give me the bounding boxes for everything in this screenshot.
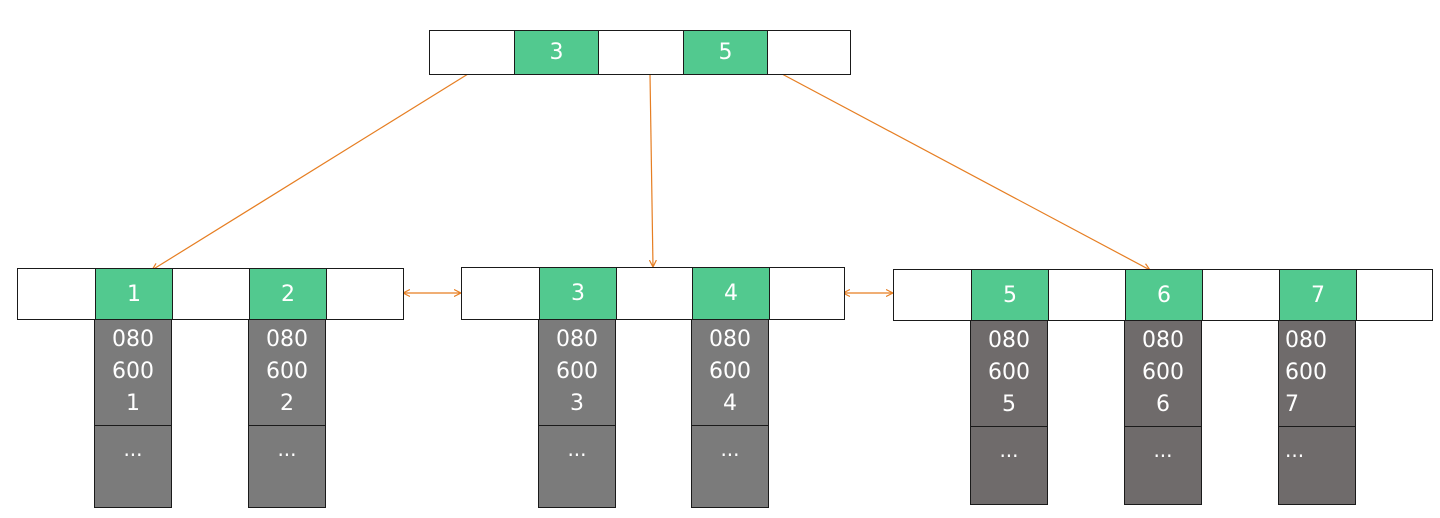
record-line: 600 (988, 360, 1030, 385)
leaf-left-record-2-data: 080 600 2 (248, 320, 326, 426)
leaf-middle-key-1: 3 (539, 268, 617, 319)
record-line: 5 (1002, 392, 1016, 417)
record-line: 1 (126, 391, 140, 416)
record-line: 080 (1285, 328, 1327, 353)
leaf-right-record-3-data: 080 600 7 (1278, 321, 1356, 427)
leaf-left-key-1: 1 (95, 269, 173, 319)
leaf-left-record-1-data: 080 600 1 (94, 320, 172, 426)
leaf-left-key-2: 2 (249, 269, 327, 319)
root-node: 3 5 (429, 30, 851, 75)
record-line: 600 (709, 359, 751, 384)
record-line: 080 (266, 327, 308, 352)
leaf-middle-record-1-more: ... (538, 425, 616, 508)
record-line: 600 (556, 359, 598, 384)
pointer-arrow-to-leaf-left (152, 73, 469, 270)
record-line: 080 (988, 328, 1030, 353)
leaf-middle-record-2-data: 080 600 4 (691, 320, 769, 426)
record-line: 6 (1156, 392, 1170, 417)
leaf-right-record-3-more: ... (1278, 426, 1356, 505)
record-line: 080 (1142, 328, 1184, 353)
leaf-right-key-3: 7 (1279, 270, 1357, 320)
leaf-middle-key-2: 4 (692, 268, 770, 319)
record-line: 080 (556, 327, 598, 352)
leaf-right-node: 5 6 7 (893, 269, 1433, 321)
pointer-arrow-to-leaf-middle (650, 73, 653, 267)
record-line: 600 (1285, 360, 1327, 385)
root-key-1: 3 (514, 31, 599, 74)
leaf-right-key-1: 5 (971, 270, 1049, 320)
leaf-left-record-1-more: ... (94, 425, 172, 508)
record-line: 600 (112, 359, 154, 384)
leaf-right-key-2: 6 (1125, 270, 1203, 320)
leaf-right-record-1-more: ... (970, 426, 1048, 505)
record-line: 4 (723, 391, 737, 416)
record-line: 600 (266, 359, 308, 384)
leaf-middle-record-2-more: ... (691, 425, 769, 508)
record-line: 600 (1142, 360, 1184, 385)
leaf-left-node: 1 2 (17, 268, 404, 320)
leaf-middle-record-1-data: 080 600 3 (538, 320, 616, 426)
record-line: 080 (112, 327, 154, 352)
leaf-right-record-2-more: ... (1124, 426, 1202, 505)
leaf-right-record-2-data: 080 600 6 (1124, 321, 1202, 427)
record-line: 7 (1285, 392, 1299, 417)
root-key-2: 5 (683, 31, 768, 74)
record-line: 2 (280, 391, 294, 416)
leaf-left-record-2-more: ... (248, 425, 326, 508)
record-line: 3 (570, 391, 584, 416)
leaf-middle-node: 3 4 (461, 267, 845, 320)
record-line: 080 (709, 327, 751, 352)
pointer-arrow-to-leaf-right (781, 73, 1150, 270)
leaf-right-record-1-data: 080 600 5 (970, 321, 1048, 427)
